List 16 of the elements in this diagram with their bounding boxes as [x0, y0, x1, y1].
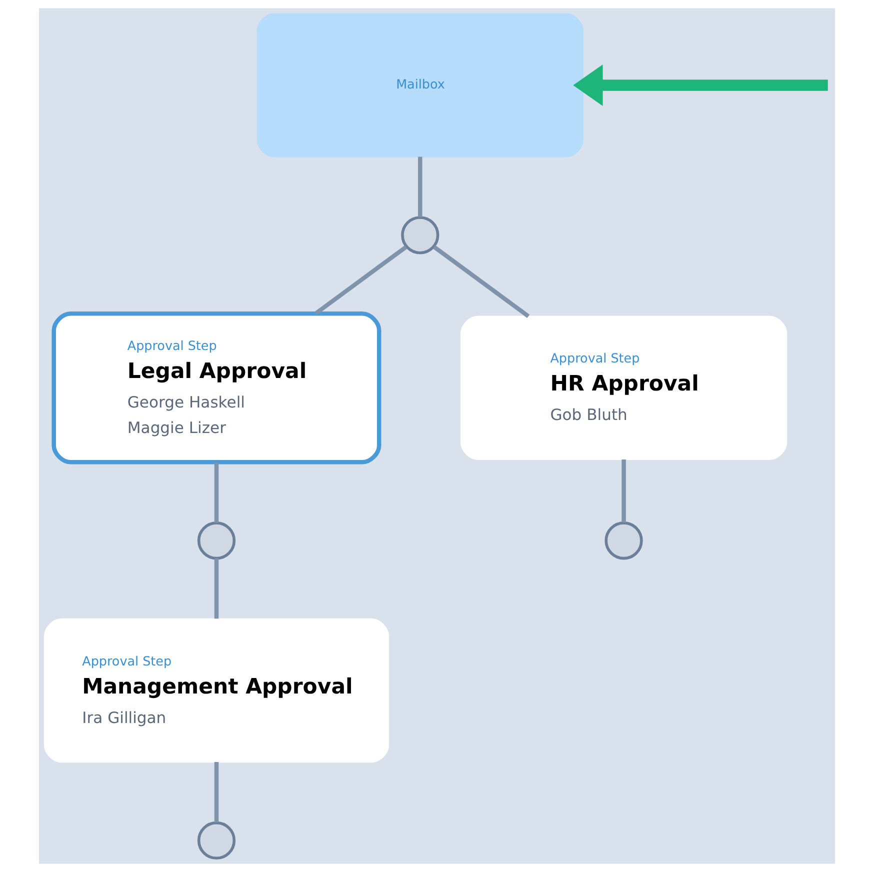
- connector: [621, 459, 626, 522]
- node-circle: [604, 522, 642, 560]
- node-circle: [400, 216, 439, 254]
- connector: [214, 762, 218, 822]
- node-box: Mailbox: [256, 13, 583, 158]
- node-circle: [196, 821, 236, 860]
- node-box: Approval Step Legal Approval George Haskell Maggie Lizer: [51, 312, 381, 464]
- node-circle: [196, 522, 236, 560]
- connector: [214, 558, 218, 619]
- node-box: Approval Step Management Approval Ira Gilligan: [43, 618, 389, 763]
- connector: [314, 245, 407, 316]
- connector: [432, 245, 530, 318]
- node-box: Approval Step HR Approval Gob Bluth: [460, 316, 787, 460]
- connector: [214, 462, 218, 523]
- connector: [418, 156, 422, 218]
- arrow: [572, 64, 828, 106]
